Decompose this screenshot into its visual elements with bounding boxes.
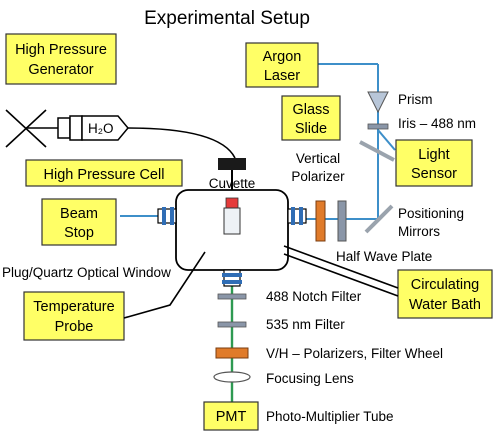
optical-window-label: Plug/Quartz Optical Window xyxy=(2,265,171,280)
temperature-probe-wire xyxy=(123,251,206,319)
argon-laser-box: Argon Laser xyxy=(245,42,319,88)
polarizer-filter-wheel-icon xyxy=(215,347,249,359)
high-pressure-cell-box: High Pressure Cell xyxy=(25,159,183,187)
polarizers-filter-wheel-label: V/H – Polarizers, Filter Wheel xyxy=(266,346,443,361)
iris-icon xyxy=(367,123,389,130)
circulating-water-bath-line2: Water Bath xyxy=(409,297,481,313)
prism-icon xyxy=(367,91,389,114)
pump-cylinder xyxy=(81,115,129,141)
vertical-polarizer-line2: Polarizer xyxy=(291,169,345,184)
water-bath-hose-2 xyxy=(283,253,399,297)
circulating-water-bath-box: Circulating Water Bath xyxy=(397,269,493,319)
glass-slide-box: Glass Slide xyxy=(281,95,341,141)
water-bath-hose-1 xyxy=(283,245,399,289)
cuvette-icon xyxy=(223,207,241,235)
top-plug xyxy=(218,158,246,170)
glass-slide-element xyxy=(359,140,395,162)
photo-multiplier-tube-label: Photo-Multiplier Tube xyxy=(266,409,394,424)
pmt-box: PMT xyxy=(203,401,259,431)
positioning-mirrors-line2: Mirrors xyxy=(398,224,440,239)
light-sensor-line2: Sensor xyxy=(411,166,457,182)
focusing-lens-icon xyxy=(213,371,251,383)
pressure-pump: H₂O xyxy=(5,109,236,159)
high-pressure-generator-line1: High Pressure xyxy=(15,42,107,58)
nm535-filter-icon xyxy=(217,321,247,328)
temperature-probe-box: Temperature Probe xyxy=(23,291,125,341)
h2o-label: H₂O xyxy=(88,121,114,136)
cuvette-label: Cuvette xyxy=(209,176,256,191)
circulating-water-bath-line1: Circulating xyxy=(411,277,480,293)
diagram-title: Experimental Setup xyxy=(144,8,310,29)
vertical-polarizer-icon xyxy=(315,200,326,242)
high-pressure-cell-label: High Pressure Cell xyxy=(44,167,165,183)
high-pressure-generator-box: High Pressure Generator xyxy=(5,33,117,85)
glass-slide-line2: Slide xyxy=(295,121,327,137)
positioning-mirror-icon xyxy=(364,204,394,234)
focusing-lens-label: Focusing Lens xyxy=(266,371,354,386)
argon-laser-line1: Argon xyxy=(263,49,302,65)
temperature-probe-line1: Temperature xyxy=(33,299,114,315)
beam-stop-line1: Beam xyxy=(60,206,98,222)
light-sensor-line1: Light xyxy=(418,147,449,163)
nm535-filter-label: 535 nm Filter xyxy=(266,317,345,332)
argon-laser-line2: Laser xyxy=(264,68,300,84)
notch-filter-label: 488 Notch Filter xyxy=(266,289,362,304)
pump-plunger xyxy=(57,117,71,139)
temperature-probe-line2: Probe xyxy=(55,319,94,335)
glass-slide-line1: Glass xyxy=(292,102,329,118)
pmt-label: PMT xyxy=(216,409,247,425)
optical-windows xyxy=(157,207,307,287)
iris-label: Iris – 488 nm xyxy=(398,116,476,131)
high-pressure-generator-line2: Generator xyxy=(28,62,93,78)
positioning-mirrors-line1: Positioning xyxy=(398,206,464,221)
light-sensor-box: Light Sensor xyxy=(395,139,473,187)
half-wave-plate-label: Half Wave Plate xyxy=(336,249,432,264)
half-wave-plate-icon xyxy=(337,200,347,242)
beam-stop-line2: Stop xyxy=(64,225,94,241)
vertical-polarizer-line1: Vertical xyxy=(296,151,340,166)
high-pressure-cell-body: Cuvette xyxy=(175,158,289,271)
prism-label: Prism xyxy=(398,92,433,107)
notch-filter-icon xyxy=(217,293,247,300)
beam-stop-box: Beam Stop xyxy=(41,198,117,246)
cuvette-cap xyxy=(225,197,239,209)
